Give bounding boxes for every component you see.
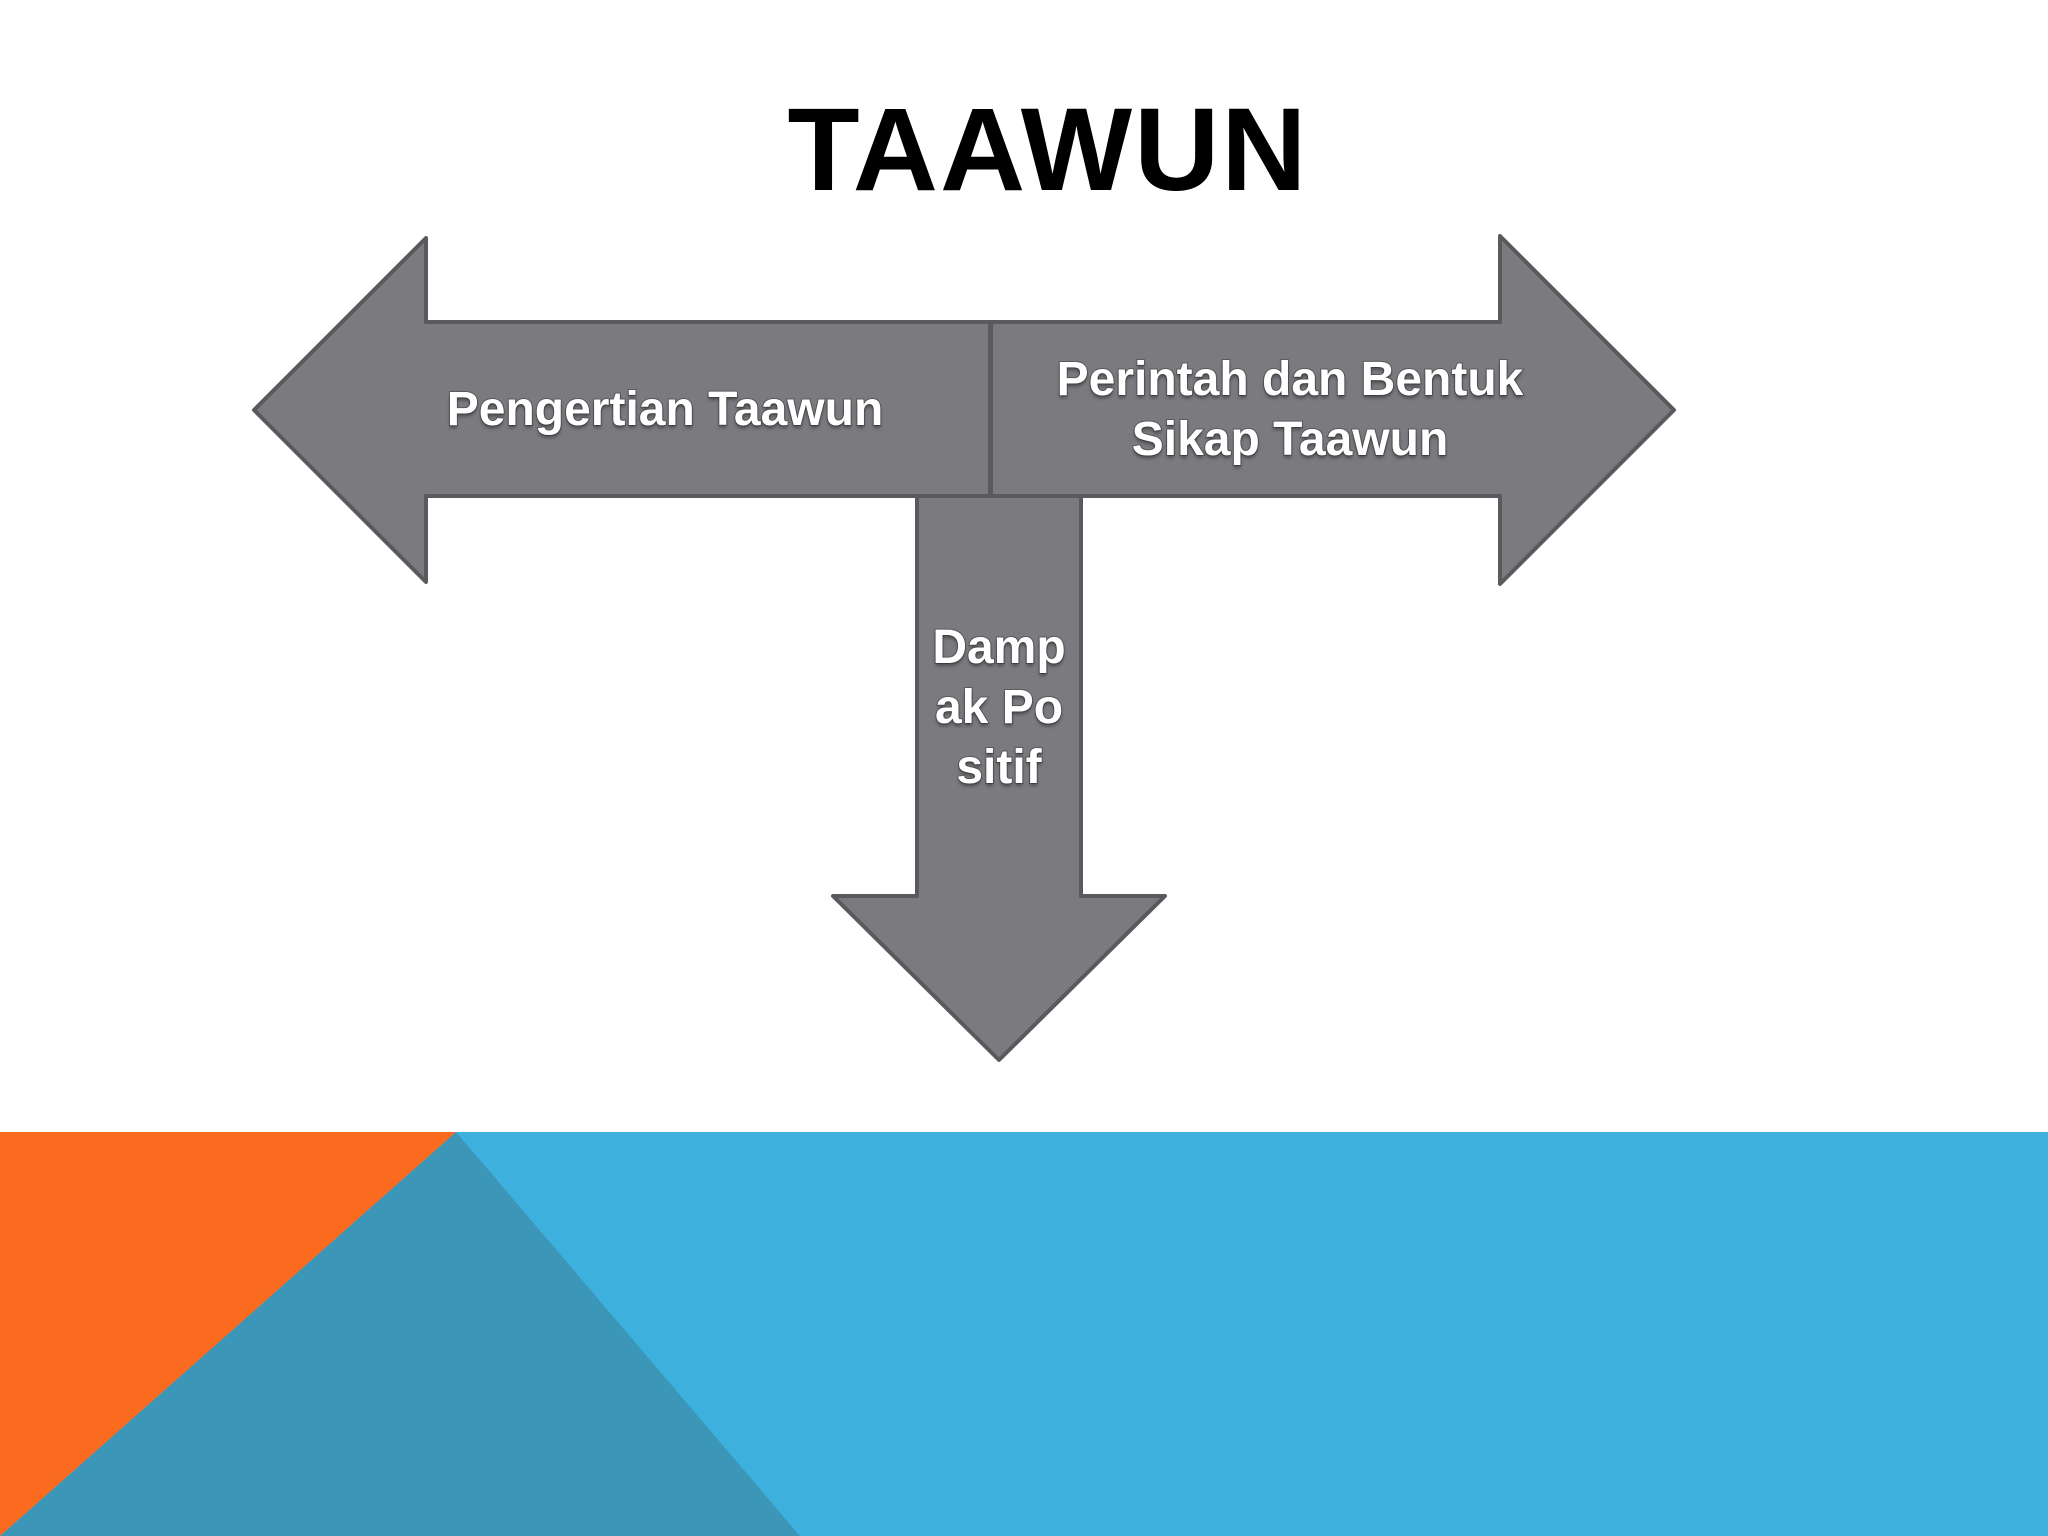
left-arrow-label: Pengertian Taawun (446, 382, 885, 437)
footer-dark-blue-triangle (0, 1132, 800, 1536)
down-arrow-label: Dampak Positif (931, 620, 1066, 795)
left-arrow (252, 236, 994, 584)
slide-title: TAAWUN (787, 84, 1309, 216)
right-arrow-label: Perintah dan Bentuk Sikap Taawun (1056, 352, 1525, 467)
right-arrow (988, 234, 1676, 586)
footer-band (0, 1132, 2048, 1536)
down-arrow (831, 490, 1167, 1062)
footer-orange-triangle (0, 1132, 456, 1536)
